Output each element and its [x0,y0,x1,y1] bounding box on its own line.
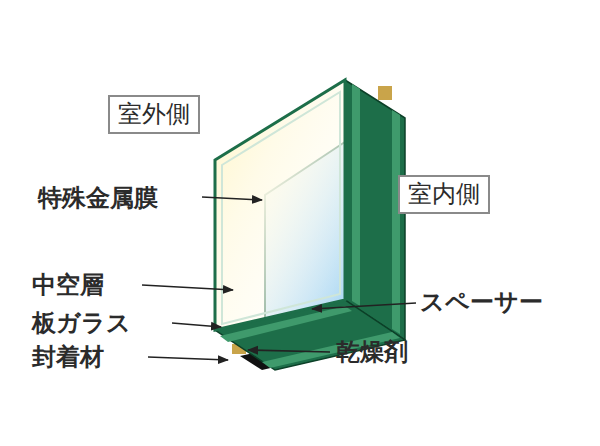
label-text: 特殊金属膜 [38,184,158,213]
part-label: 中空層 [32,271,104,300]
label-text: 室外側 [118,100,190,129]
side-box: 室内側 [398,175,490,214]
side-box: 室外側 [108,95,200,134]
label-text: 板ガラス [32,309,131,338]
part-label: 特殊金属膜 [38,184,158,213]
part-label: 乾燥剤 [336,338,408,367]
part-label: 板ガラス [32,309,131,338]
part-label: スペーサー [420,288,543,317]
label-text: 中空層 [32,271,104,300]
label-text: スペーサー [420,288,543,317]
label-text: 室内側 [408,180,480,209]
part-label: 封着材 [32,343,104,372]
label-text: 乾燥剤 [336,338,408,367]
label-text: 封着材 [32,343,104,372]
